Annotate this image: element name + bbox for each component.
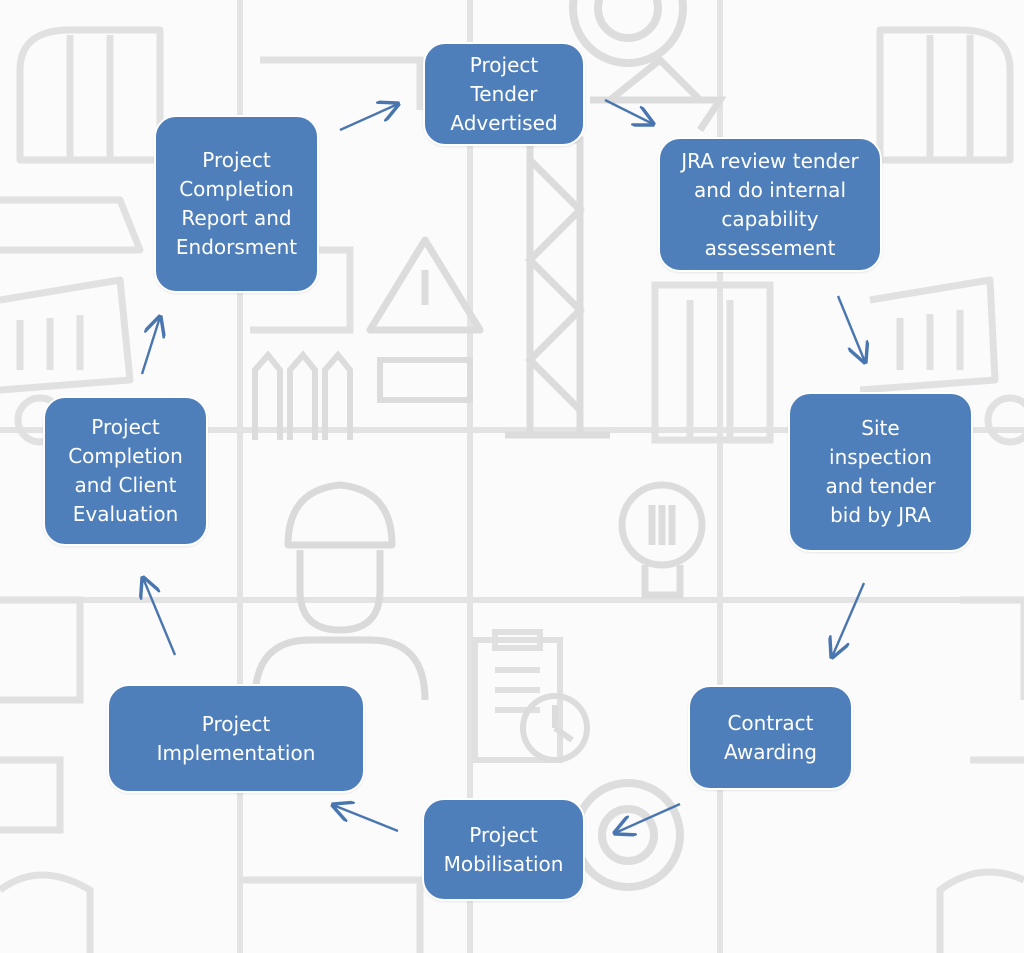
node-label: Project Tender Advertised (450, 52, 558, 135)
arrow-evaluation-to-report (140, 317, 160, 375)
light-bulb-icon (618, 481, 706, 599)
excavator-icon (0, 26, 164, 254)
excavator-icon (876, 26, 1014, 164)
node-project-implementation: Project Implementation (107, 684, 365, 793)
node-label: Project Completion Report and Endorsment (175, 148, 298, 259)
node-contract-awarding: Contract Awarding (688, 685, 853, 790)
tape-measure-icon (0, 596, 1024, 953)
node-project-completion-client-evaluation: Project Completion and Client Evaluation (43, 396, 208, 546)
node-label: Contract Awarding (724, 710, 817, 764)
node-jra-review-tender: JRA review tender and do internal capabi… (658, 137, 882, 272)
arrow-mobilisation-to-implementation (333, 805, 399, 833)
node-project-tender-advertised: Project Tender Advertised (423, 42, 585, 146)
warning-sign-icon (366, 236, 484, 334)
worker-icon (251, 481, 429, 701)
arrow-implementation-to-evaluation (143, 578, 177, 656)
arrow-report-to-tender (339, 104, 398, 132)
node-project-completion-report: Project Completion Report and Endorsment (154, 115, 319, 293)
node-project-mobilisation: Project Mobilisation (422, 798, 585, 901)
arrow-award-to-mobilisation (615, 802, 681, 833)
fence-icon (252, 350, 473, 440)
clock-icon (520, 693, 590, 763)
arrow-inspection-to-award (832, 582, 866, 657)
node-label: Project Completion and Client Evaluation (68, 415, 183, 526)
node-label: Project Mobilisation (443, 822, 564, 876)
node-label: JRA review tender and do internal capabi… (681, 148, 859, 260)
node-site-inspection: Site inspection and tender bid by JRA (788, 392, 973, 552)
arrow-tender-to-review (604, 98, 653, 124)
node-label: Project Implementation (156, 711, 316, 765)
node-label: Site inspection and tender bid by JRA (825, 416, 936, 527)
arrow-review-to-inspection (836, 295, 865, 362)
dump-truck-icon (0, 276, 1024, 446)
